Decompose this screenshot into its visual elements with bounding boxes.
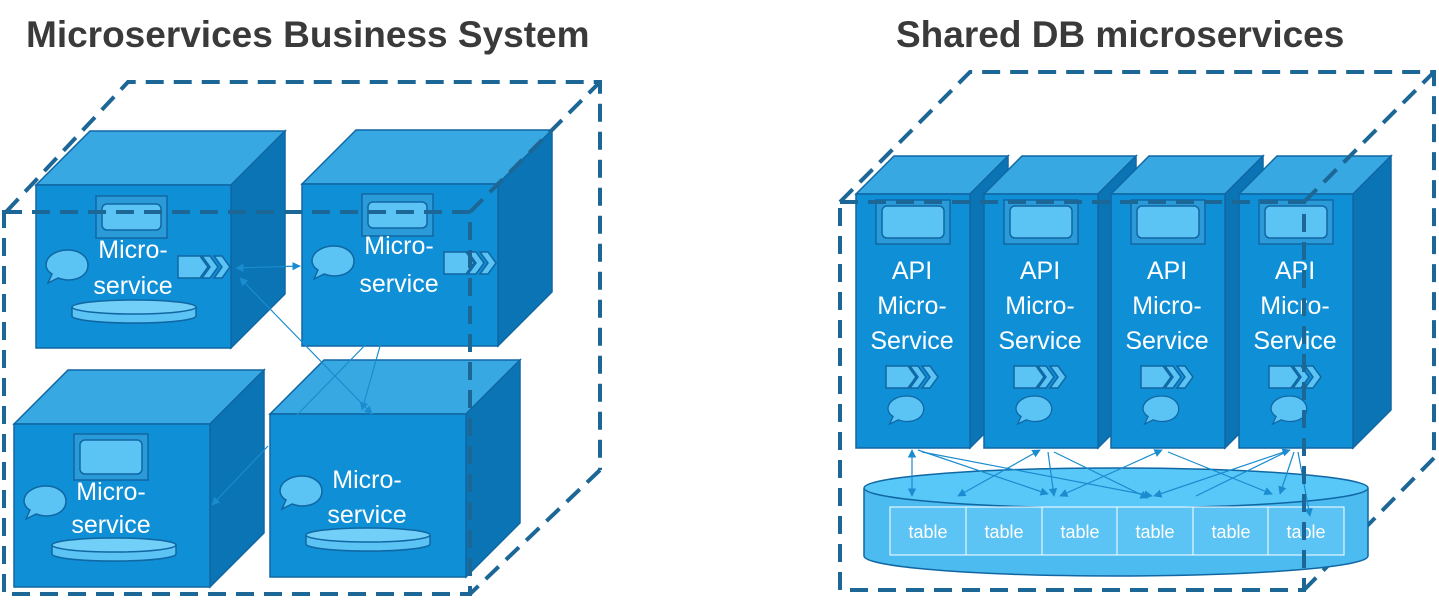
service-label-line3: Service (998, 327, 1081, 355)
right-boundary-front (838, 70, 1436, 592)
service-label-line1: API (892, 257, 932, 285)
database-disk-icon (305, 527, 431, 552)
table-cell-label: table (908, 522, 947, 542)
service-label-line2: Micro- (1005, 292, 1074, 320)
service-label-line1: Micro- (364, 232, 433, 260)
shared-database: table table table table table table (863, 467, 1369, 577)
service-label-line3: Service (870, 327, 953, 355)
right-connectors (907, 448, 1313, 517)
microservice-cube-4[interactable]: Micro- service (268, 358, 522, 579)
service-label-line2: service (71, 511, 150, 539)
table-cell-label: table (984, 522, 1023, 542)
microservice-cube-3[interactable]: Micro- service (12, 368, 266, 589)
service-label-line1: API (1275, 257, 1315, 285)
service-label-line1: Micro- (332, 466, 401, 494)
service-label-line1: API (1147, 257, 1187, 285)
left-boundary-front (2, 80, 602, 596)
table-cell-label: table (1211, 522, 1250, 542)
service-label-line1: Micro- (98, 236, 167, 264)
left-connectors (211, 262, 385, 506)
service-label-line1: Micro- (76, 478, 145, 506)
right-boundary-back (838, 70, 1436, 592)
service-label-line2: service (327, 501, 406, 529)
database-disk-icon (51, 537, 177, 562)
chevron-arrow-icon (885, 365, 939, 389)
microservice-cube-1[interactable]: Micro- service (34, 129, 287, 350)
service-label-line2: Micro- (1132, 292, 1201, 320)
service-label-line2: Micro- (877, 292, 946, 320)
database-disk-icon (71, 299, 197, 324)
service-label-line2: service (359, 270, 438, 298)
chevron-arrow-icon (177, 255, 231, 279)
right-diagram-title: Shared DB microservices (896, 14, 1345, 55)
left-boundary-back (4, 80, 602, 596)
api-service-4[interactable]: API Micro- Service (1237, 154, 1393, 450)
left-diagram-title: Microservices Business System (26, 14, 590, 55)
chevron-arrow-icon (1013, 365, 1067, 389)
service-label-line3: Service (1253, 327, 1336, 355)
chevron-arrow-icon (1268, 365, 1322, 389)
service-label-line3: Service (1125, 327, 1208, 355)
microservice-cube-2[interactable]: Micro- service (300, 128, 554, 348)
table-cell-label: table (1060, 522, 1099, 542)
chevron-arrow-icon (1140, 365, 1194, 389)
service-label-line2: service (93, 272, 172, 300)
table-cell-label: table (1135, 522, 1174, 542)
service-label-line1: API (1020, 257, 1060, 285)
service-label-line2: Micro- (1260, 292, 1329, 320)
